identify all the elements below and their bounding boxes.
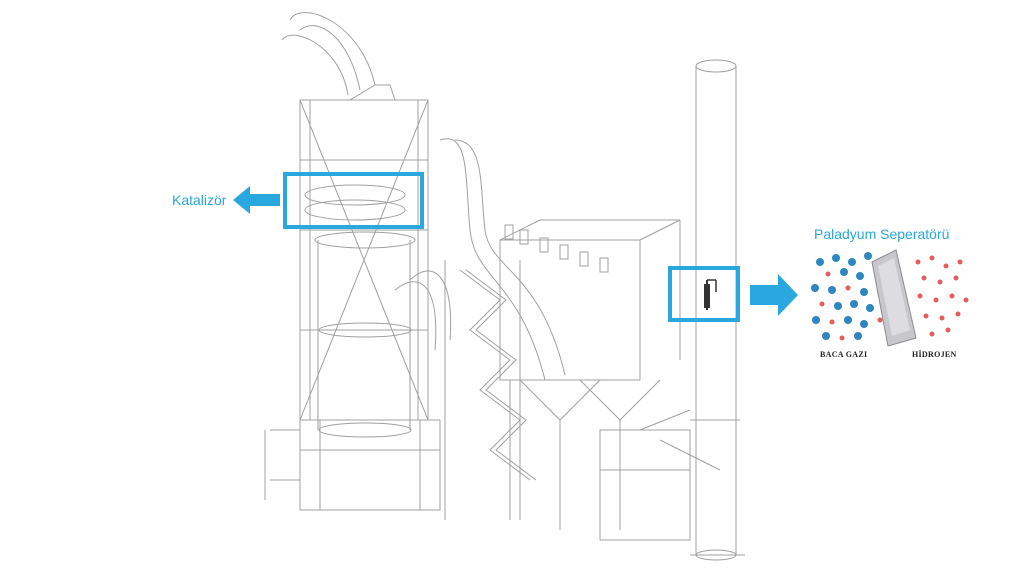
catalyst-highlight-box [283, 172, 424, 229]
separator-illustration [811, 249, 969, 347]
flue-gas-label: BACA GAZI [820, 350, 868, 359]
sensor-highlight-box [668, 266, 740, 322]
flue-gas-particles [811, 252, 883, 341]
hydrogen-label: HİDROJEN [912, 350, 957, 359]
separator-title: Paladyum Seperatörü [814, 226, 950, 242]
arrow-right-icon [750, 274, 798, 316]
hydrogen-particles [915, 255, 969, 337]
plant-line-drawing [264, 12, 745, 561]
hydrogen-sensor [704, 279, 717, 310]
catalyst-label: Katalizör [172, 192, 227, 208]
arrow-left-icon [233, 186, 280, 214]
